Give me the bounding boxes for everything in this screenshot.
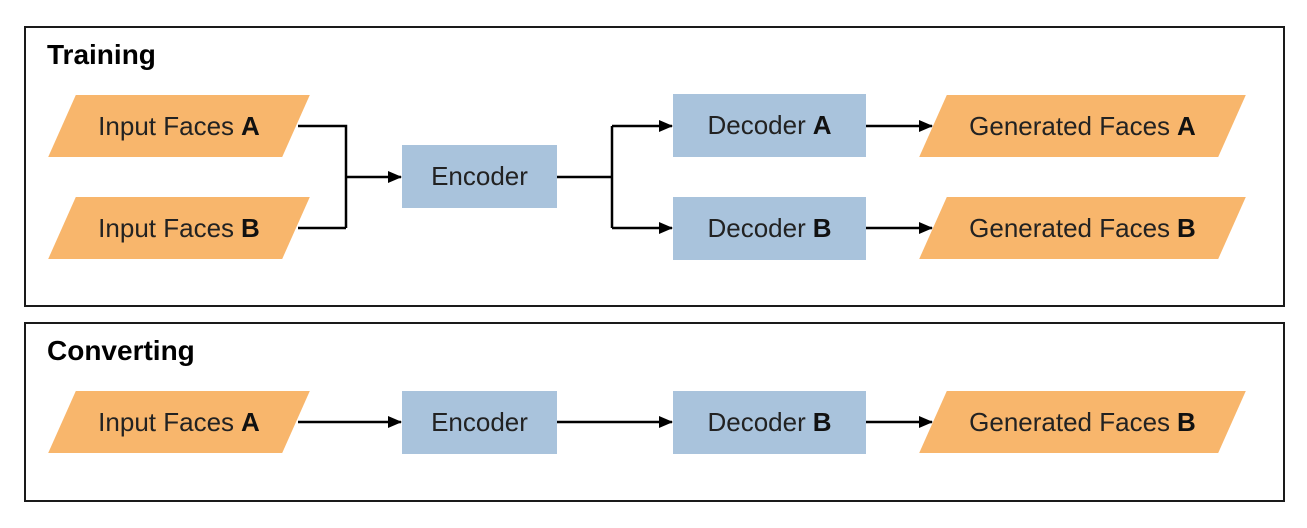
training-input-b-letter: B	[241, 212, 260, 243]
converting-input-a-letter: A	[241, 406, 260, 437]
converting-generated-b-text: Generated Faces	[969, 406, 1171, 437]
converting-encoder-text: Encoder	[431, 407, 528, 437]
training-title: Training	[47, 39, 156, 70]
training-decoder-b-letter: B	[812, 213, 832, 243]
training-generated-b-letter: B	[1177, 212, 1196, 243]
training-input-a-text: Input Faces	[98, 110, 235, 141]
converting-decoder-b-text: Decoder	[707, 407, 806, 437]
training-generated-a-letter: A	[1177, 110, 1196, 141]
link-input-a-to-merge	[298, 124, 348, 228]
training-generated-a-text: Generated Faces	[969, 110, 1171, 141]
training-encoder-text: Encoder	[431, 161, 528, 191]
training-decoder-b-text: Decoder	[707, 213, 806, 243]
training-decoder-a-text: Decoder	[707, 110, 806, 140]
training-input-a-letter: A	[241, 110, 260, 141]
training-input-b-text: Input Faces	[98, 212, 235, 243]
converting-input-a-text: Input Faces	[98, 406, 235, 437]
converting-decoder-b-letter: B	[812, 407, 832, 437]
training-encoder: Encoder	[402, 145, 557, 208]
converting-encoder: Encoder	[402, 391, 557, 454]
training-generated-b-text: Generated Faces	[969, 212, 1171, 243]
training-panel: Training	[24, 26, 1285, 307]
converting-generated-b-letter: B	[1177, 406, 1196, 437]
training-decoder-a-letter: A	[812, 110, 832, 140]
converting-title: Converting	[47, 335, 195, 366]
